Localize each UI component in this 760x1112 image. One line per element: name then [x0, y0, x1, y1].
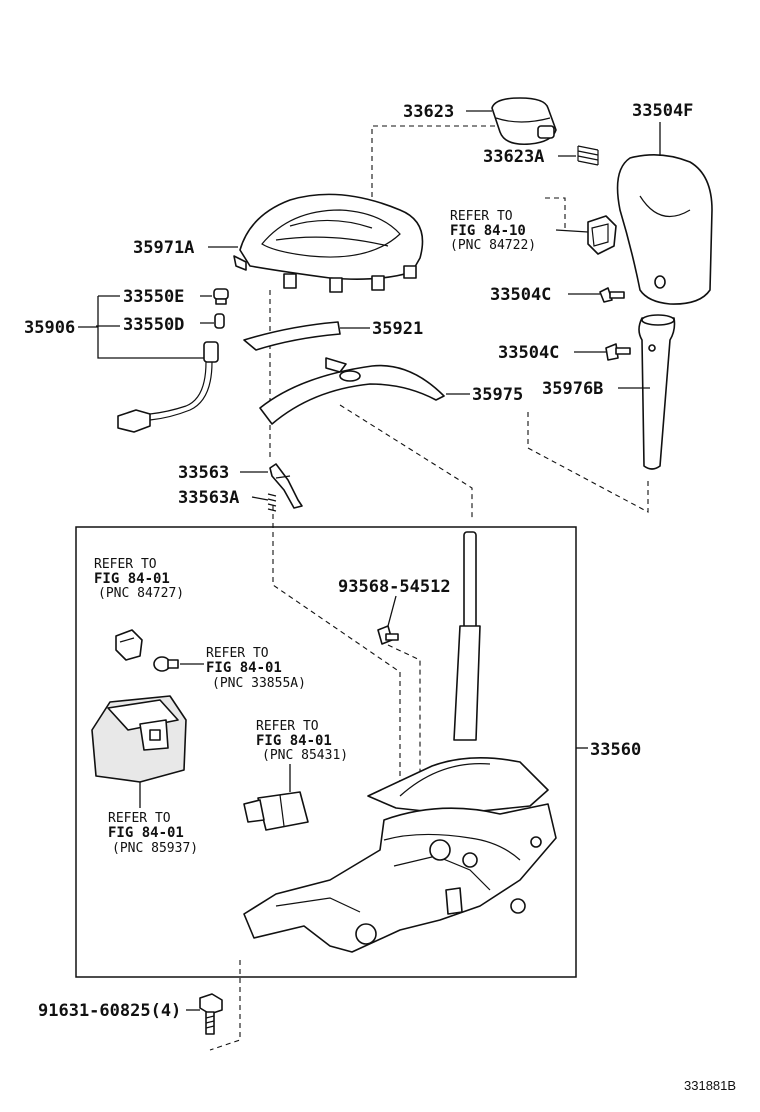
svg-text:(PNC 85431): (PNC 85431): [262, 748, 348, 763]
part-35906-wire-harness: [117, 341, 219, 433]
part-35975-slide-plate: [259, 357, 445, 425]
part-33504C-screw-1: [599, 287, 625, 303]
unit-85937: [91, 695, 187, 783]
shift-lever-assembly: [243, 531, 557, 953]
part-35976B-sleeve: [638, 314, 676, 470]
part-35921-plate: [243, 321, 341, 351]
label-93568-54512: 93568-54512: [338, 577, 451, 597]
label-33550D: 33550D: [123, 315, 184, 335]
switch-84722: [587, 215, 617, 255]
solenoid-85431: [243, 791, 309, 831]
label-35906: 35906: [24, 318, 75, 338]
label-35921: 35921: [372, 319, 423, 339]
svg-text:REFER TO: REFER TO: [256, 719, 319, 734]
svg-text:REFER TO: REFER TO: [450, 209, 513, 224]
svg-text:FIG 84-01: FIG 84-01: [108, 825, 184, 841]
part-33504C-screw-2: [605, 343, 631, 361]
label-35971A: 35971A: [133, 238, 194, 258]
label-33504C-2: 33504C: [498, 343, 559, 363]
part-33550E-bulb: [213, 288, 229, 305]
part-33623A-spring: [577, 145, 599, 166]
label-35976B: 35976B: [542, 379, 603, 399]
svg-text:FIG 84-01: FIG 84-01: [94, 571, 170, 587]
svg-text:REFER TO: REFER TO: [94, 557, 157, 572]
label-33560: 33560: [590, 740, 641, 760]
assembly-33560-frame: [75, 526, 577, 978]
part-33563A-spring: [267, 493, 277, 512]
part-33623-button: [491, 97, 557, 146]
ref-fig-84-01-b: REFER TO FIG 84-01 (PNC 33855A): [206, 646, 306, 691]
svg-text:(PNC 85937): (PNC 85937): [112, 841, 198, 856]
svg-text:FIG 84-01: FIG 84-01: [206, 660, 282, 676]
ref-fig-84-01-c: REFER TO FIG 84-01 (PNC 85431): [256, 719, 348, 763]
svg-text:FIG 84-10: FIG 84-10: [450, 223, 526, 239]
part-35971A-indicator-housing: [233, 193, 424, 293]
label-33550E: 33550E: [123, 287, 184, 307]
svg-text:FIG 84-01: FIG 84-01: [256, 733, 332, 749]
part-91631-bolt: [199, 993, 223, 1035]
label-33623A: 33623A: [483, 147, 544, 167]
ref-fig-84-10: REFER TO FIG 84-10 (PNC 84722): [450, 209, 536, 253]
label-33563: 33563: [178, 463, 229, 483]
svg-text:REFER TO: REFER TO: [206, 646, 269, 661]
bulb-33855A: [153, 656, 179, 672]
ref-fig-84-01-d: REFER TO FIG 84-01 (PNC 85937): [108, 811, 198, 856]
dashed-guides: [209, 125, 649, 1051]
label-91631-60825: 91631-60825(4): [38, 1001, 181, 1021]
figure-code: 331881B: [684, 1078, 736, 1093]
label-33623: 33623: [403, 102, 454, 122]
label-33504F: 33504F: [632, 101, 693, 121]
part-33563-bracket: [269, 463, 303, 509]
part-33550D-bulb: [214, 313, 225, 329]
ref-fig-84-01-a: REFER TO FIG 84-01 (PNC 84727): [94, 557, 184, 601]
svg-text:(PNC 84722): (PNC 84722): [450, 238, 536, 253]
svg-text:(PNC 33855A): (PNC 33855A): [212, 676, 306, 691]
part-33504F-shift-knob: [616, 154, 713, 305]
label-33504C-1: 33504C: [490, 285, 551, 305]
svg-text:(PNC 84727): (PNC 84727): [98, 586, 184, 601]
label-35975: 35975: [472, 385, 523, 405]
part-93568-screw: [377, 625, 399, 645]
switch-84727: [115, 629, 143, 661]
label-33563A: 33563A: [178, 488, 239, 508]
svg-text:REFER TO: REFER TO: [108, 811, 171, 826]
